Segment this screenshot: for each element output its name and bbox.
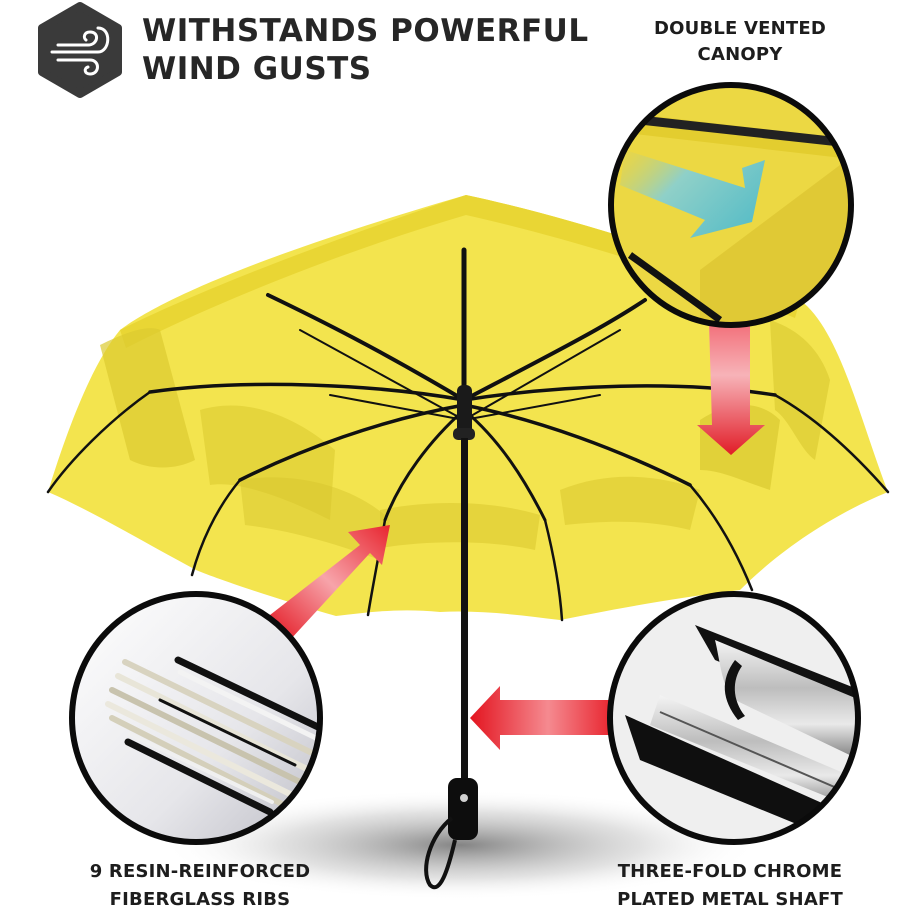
shaft-detail-circle xyxy=(607,591,861,845)
ground-shadow xyxy=(160,790,760,900)
callout-double-vented-canopy: DOUBLE VENTED CANOPY xyxy=(620,16,860,68)
canopy-detail-circle xyxy=(608,82,854,328)
headline: WITHSTANDS POWERFUL WIND GUSTS xyxy=(142,12,589,88)
callout-chrome-shaft: THREE-FOLD CHROME PLATED METAL SHAFT xyxy=(595,858,865,914)
callout-fiberglass-ribs: 9 RESIN-REINFORCED FIBERGLASS RIBS xyxy=(50,858,350,914)
callout-canopy-line-1: DOUBLE VENTED xyxy=(653,18,827,39)
airflow-arrow xyxy=(620,150,765,238)
callout-canopy-line-2: CANOPY xyxy=(697,44,783,65)
umbrella-ribs xyxy=(46,247,890,622)
wind-icon xyxy=(38,2,122,98)
headline-line-2: WIND GUSTS xyxy=(142,51,372,87)
callout-ribs-line-2: FIBERGLASS RIBS xyxy=(109,889,291,910)
arrow-shaft-left xyxy=(470,686,612,750)
callout-shaft-line-2: PLATED METAL SHAFT xyxy=(617,889,843,910)
callout-ribs-line-1: 9 RESIN-REINFORCED xyxy=(89,861,311,882)
arrow-canopy-down xyxy=(697,322,765,455)
headline-line-1: WITHSTANDS POWERFUL xyxy=(142,13,589,49)
umbrella-handle xyxy=(448,778,478,840)
wrist-strap xyxy=(424,816,457,890)
ribs-detail-circle xyxy=(69,591,323,845)
callout-shaft-line-1: THREE-FOLD CHROME xyxy=(617,861,843,882)
arrow-ribs-up xyxy=(270,525,390,640)
umbrella-shaft xyxy=(424,385,478,890)
